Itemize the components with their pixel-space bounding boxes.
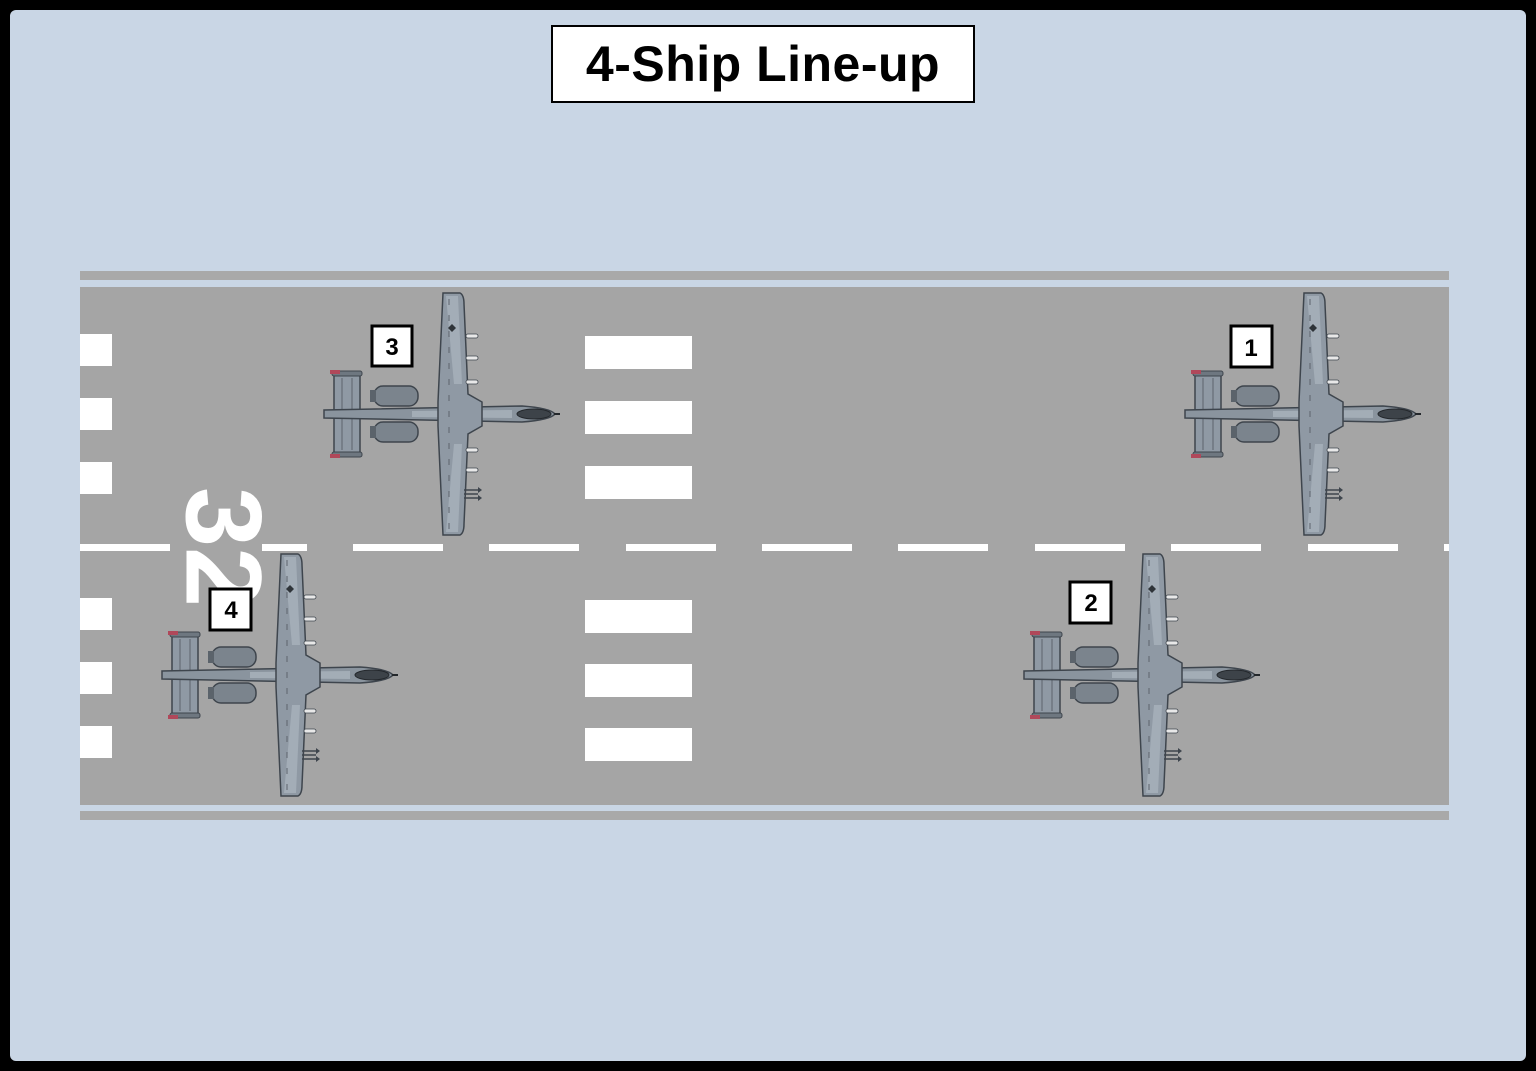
aircraft-2: 2 <box>1023 553 1261 797</box>
position-label-box <box>370 324 414 368</box>
position-label: 1 <box>1244 335 1257 362</box>
position-label: 2 <box>1084 590 1097 617</box>
threshold-markings <box>80 334 112 758</box>
page-title: 4-Ship Line-up <box>585 36 941 92</box>
position-label: 3 <box>385 334 398 361</box>
runway-edge-bottom <box>80 811 1449 820</box>
position-label-box <box>208 587 253 632</box>
position-label-box <box>1068 580 1113 625</box>
runway-centerline <box>80 544 1449 551</box>
position-label: 4 <box>224 597 238 624</box>
position-label-box <box>1229 324 1274 369</box>
runway-edge-top <box>80 271 1449 280</box>
aircraft-3: 3 <box>323 292 561 536</box>
touchdown-zone-markings <box>585 336 692 761</box>
aircraft-1: 1 <box>1184 292 1422 536</box>
runway-number: 32 <box>164 487 285 607</box>
aircraft-4: 4 <box>161 553 399 797</box>
title-box: 4-Ship Line-up <box>551 25 975 103</box>
